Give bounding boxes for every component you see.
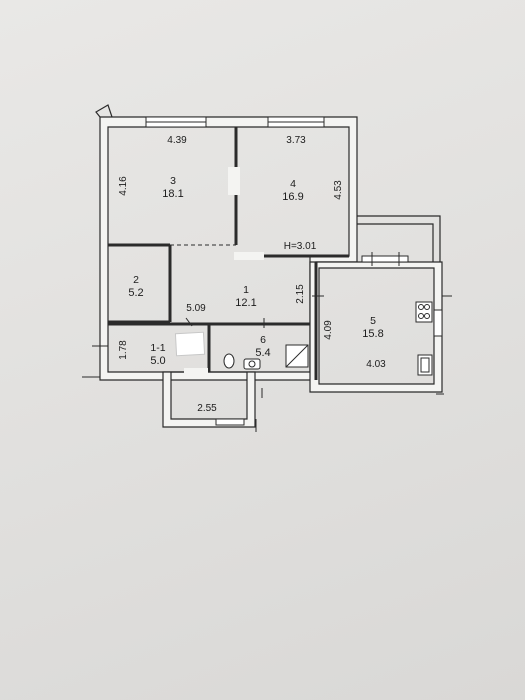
fixtures [174,301,433,376]
dim-right-room4: 4.53 [333,180,344,200]
room-area-3: 18.1 [162,188,183,200]
dim-kitchen-width: 4.03 [366,359,386,370]
room-number-1: 1 [243,284,249,296]
window-balcony [361,255,409,263]
room-area-1-1: 5.0 [150,355,165,367]
room-number-2: 2 [133,274,139,286]
dim-left-room3: 4.16 [118,176,129,196]
dim-hall-depth: 2.15 [295,284,306,304]
door-room4 [234,252,264,260]
stove-burner-1 [418,304,424,310]
walls [95,104,443,428]
sink-drain [248,360,256,368]
door-openings [184,167,264,376]
corner-tab [95,104,113,118]
room-area-6: 5.4 [255,347,270,359]
outer-wall-entry [162,371,256,428]
dim-entry-depth: 1.78 [118,340,129,360]
entrance-door-leaf [215,418,245,426]
shower-diagonal [285,344,309,368]
room-labels: 3 18.1 4 16.9 2 5.2 1 12.1 1-1 5.0 6 5.4… [128,175,383,367]
room-number-3: 3 [170,175,176,187]
room-number-4: 4 [290,178,296,190]
balcony-outline [357,215,441,262]
room-area-2: 5.2 [128,287,143,299]
room-number-5: 5 [370,315,376,327]
window-kitchen-side [433,309,443,337]
stove-burner-2 [424,304,430,310]
stove-burner-3 [418,313,424,319]
dim-kitchen-depth: 4.09 [323,320,334,340]
windows [145,116,443,337]
dim-top-room3: 4.39 [167,135,187,146]
partitions [108,127,349,380]
toilet-icon [223,353,235,369]
room-area-4: 16.9 [282,191,303,203]
room-number-1-1: 1-1 [150,342,165,354]
room-area-5: 15.8 [362,328,383,340]
entrance-door [215,418,245,426]
sink-icon [243,358,261,370]
dimension-labels: 4.39 3.73 4.16 4.53 H=3.01 5.09 2.15 4.0… [118,135,386,414]
tick-10 [185,317,193,327]
room-area-1: 12.1 [235,297,256,309]
stove-icon [415,301,433,323]
ceiling-height: H=3.01 [284,241,317,252]
stove-burner-4 [424,313,430,319]
door-room3 [228,167,240,195]
room-number-6: 6 [260,334,266,346]
dim-entry-width: 2.55 [197,403,217,414]
dim-top-room4: 3.73 [286,135,306,146]
door-bath [184,368,208,376]
dim-hall-width: 5.09 [186,303,206,314]
wall-ticks [82,252,452,432]
kitchen-sink-bowl [420,357,430,373]
note-sticker [174,331,206,357]
